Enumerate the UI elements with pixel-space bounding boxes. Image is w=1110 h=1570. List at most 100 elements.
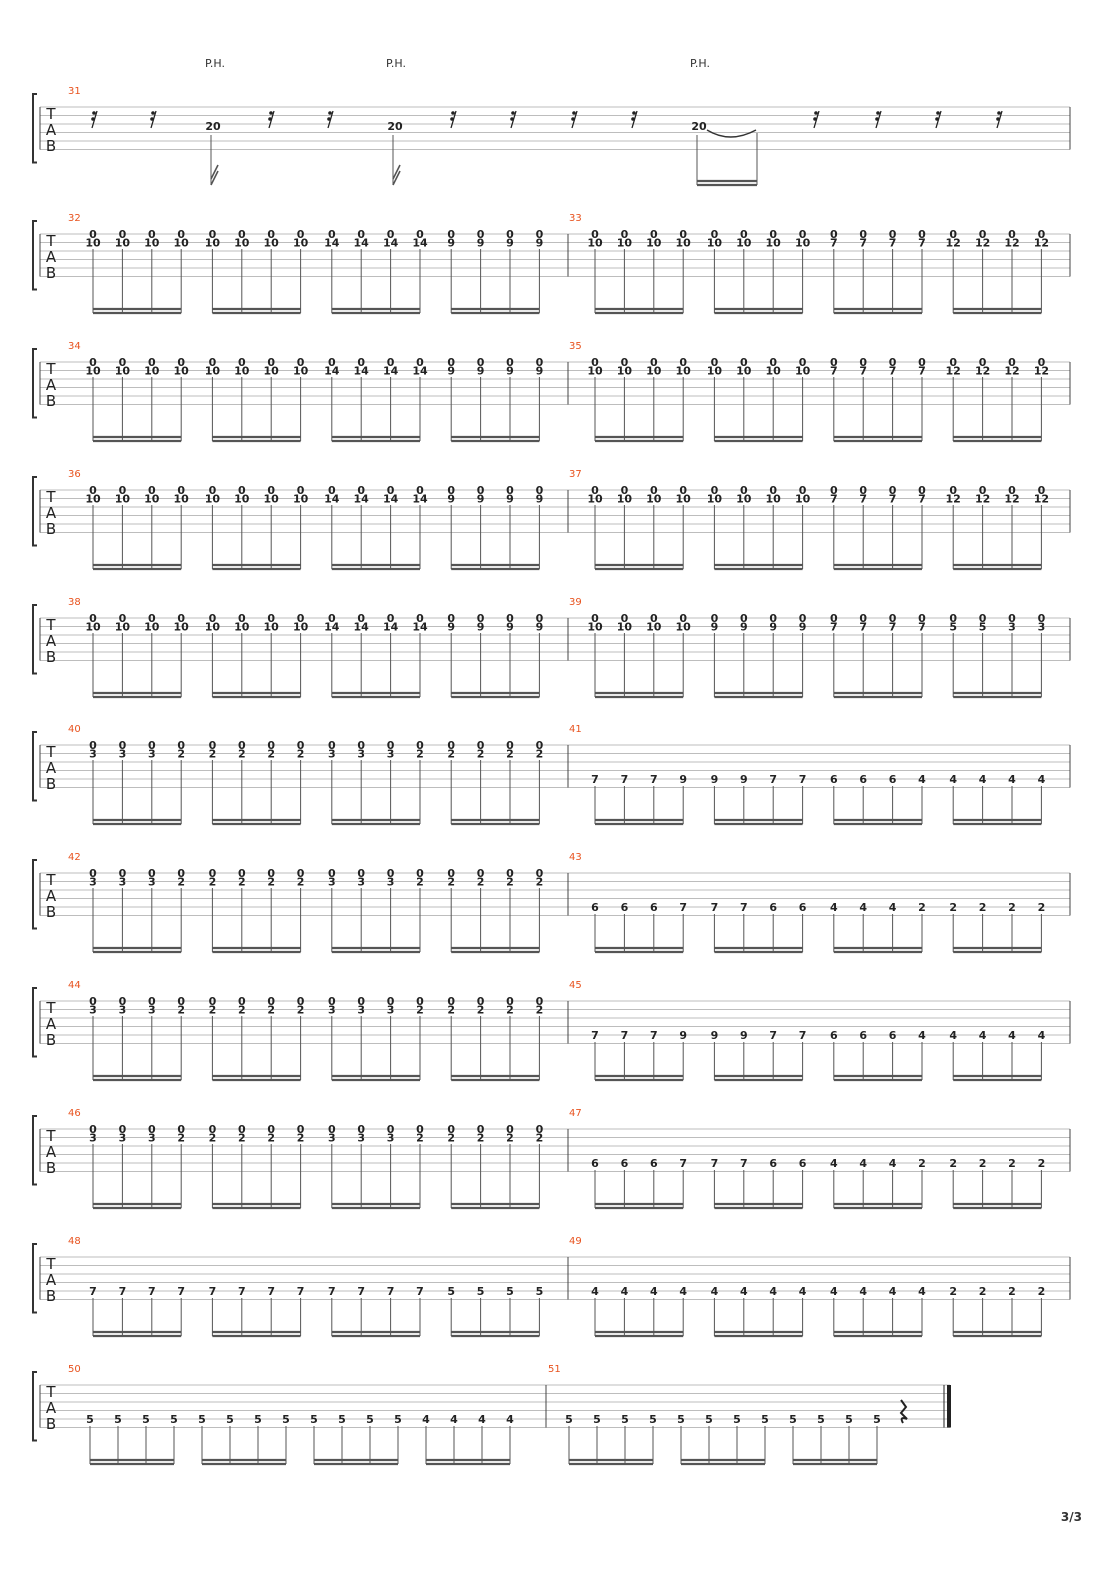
fret-number: 12 bbox=[975, 365, 990, 378]
fret-number: 2 bbox=[1038, 1285, 1046, 1298]
fret-number: 0 bbox=[177, 1123, 185, 1136]
fret-number: 0 bbox=[297, 739, 305, 752]
fret-number: 9 bbox=[740, 621, 748, 634]
fret-number: 3 bbox=[357, 876, 365, 889]
tab-clef-t: T bbox=[45, 743, 56, 761]
rest-dot bbox=[150, 117, 154, 121]
tab-clef-a: A bbox=[46, 1015, 57, 1033]
measure-number: 37 bbox=[569, 469, 582, 480]
fret-number: 2 bbox=[416, 876, 424, 889]
fret-number: 10 bbox=[234, 237, 250, 250]
fret-number: 5 bbox=[677, 1413, 685, 1426]
tab-clef-t: T bbox=[45, 999, 56, 1017]
fret-number: 0 bbox=[357, 484, 365, 497]
fret-number: 5 bbox=[477, 1285, 485, 1298]
fret-number: 7 bbox=[918, 621, 926, 634]
fret-number: 0 bbox=[89, 995, 97, 1008]
fret-number: 4 bbox=[506, 1413, 514, 1426]
measure-number: 51 bbox=[548, 1364, 561, 1375]
fret-number: 2 bbox=[416, 748, 424, 761]
fret-number: 6 bbox=[830, 1029, 838, 1042]
fret-number: 0 bbox=[387, 867, 395, 880]
fret-number: 0 bbox=[119, 356, 127, 369]
fret-number: 3 bbox=[89, 876, 97, 889]
fret-number: 0 bbox=[119, 867, 127, 880]
fret-number: 0 bbox=[148, 1123, 156, 1136]
fret-number: 3 bbox=[387, 1132, 395, 1145]
tab-clef-b: B bbox=[46, 648, 56, 666]
tab-clef-b: B bbox=[46, 264, 56, 282]
fret-number: 0 bbox=[148, 739, 156, 752]
fret-number: 0 bbox=[447, 484, 455, 497]
fret-number: 0 bbox=[621, 484, 629, 497]
fret-number: 7 bbox=[387, 1285, 395, 1298]
tab-clef-a: A bbox=[46, 376, 57, 394]
fret-number: 0 bbox=[591, 356, 599, 369]
measure-number: 32 bbox=[68, 213, 81, 224]
fret-number: 4 bbox=[1008, 1029, 1016, 1042]
fret-number: 10 bbox=[736, 237, 752, 250]
tab-clef-a: A bbox=[46, 632, 57, 650]
system-bracket bbox=[32, 604, 37, 675]
fret-number: 4 bbox=[830, 1285, 838, 1298]
rest-dot bbox=[268, 117, 272, 121]
fret-number: 14 bbox=[354, 493, 370, 506]
fret-number: 5 bbox=[789, 1413, 797, 1426]
fret-number: 0 bbox=[209, 228, 217, 241]
fret-number: 4 bbox=[711, 1285, 719, 1298]
fret-number: 0 bbox=[89, 484, 97, 497]
fret-number: 5 bbox=[170, 1413, 178, 1426]
measure-number: 40 bbox=[68, 724, 81, 735]
fret-number: 0 bbox=[591, 228, 599, 241]
fret-number: 0 bbox=[416, 228, 424, 241]
fret-number: 3 bbox=[387, 1004, 395, 1017]
fret-number: 0 bbox=[536, 356, 544, 369]
fret-number: 0 bbox=[979, 356, 987, 369]
system-bracket bbox=[32, 731, 37, 802]
tab-clef-t: T bbox=[45, 232, 56, 250]
fret-number: 0 bbox=[416, 612, 424, 625]
fret-number: 0 bbox=[267, 484, 275, 497]
fret-number: 5 bbox=[198, 1413, 206, 1426]
measure-number: 38 bbox=[68, 597, 81, 608]
fret-number: 0 bbox=[799, 484, 807, 497]
fret-number: 4 bbox=[889, 1285, 897, 1298]
fret-number: 10 bbox=[174, 365, 190, 378]
fret-number: 0 bbox=[447, 867, 455, 880]
fret-number: 2 bbox=[1008, 1157, 1016, 1170]
fret-number: 9 bbox=[447, 365, 455, 378]
measure-number: 46 bbox=[68, 1108, 81, 1119]
note-flag bbox=[392, 170, 401, 186]
fret-number: 0 bbox=[1008, 356, 1016, 369]
fret-number: 0 bbox=[859, 356, 867, 369]
fret-number: 9 bbox=[477, 237, 485, 250]
fret-number: 2 bbox=[506, 748, 514, 761]
fret-number: 4 bbox=[979, 773, 987, 786]
fret-number: 0 bbox=[267, 228, 275, 241]
fret-number: 0 bbox=[148, 484, 156, 497]
fret-number: 10 bbox=[144, 237, 160, 250]
fret-number: 0 bbox=[979, 228, 987, 241]
fret-number: 5 bbox=[621, 1413, 629, 1426]
fret-number: 0 bbox=[859, 612, 867, 625]
fret-number: 4 bbox=[1008, 773, 1016, 786]
fret-number: 10 bbox=[264, 621, 280, 634]
fret-number: 0 bbox=[1038, 356, 1046, 369]
fret-number: 9 bbox=[447, 493, 455, 506]
system-bracket bbox=[32, 1371, 37, 1442]
fret-number: 10 bbox=[707, 493, 723, 506]
fret-number: 9 bbox=[477, 365, 485, 378]
fret-number: 0 bbox=[297, 356, 305, 369]
fret-number: 6 bbox=[621, 1157, 629, 1170]
fret-number: 10 bbox=[795, 365, 811, 378]
fret-number: 10 bbox=[205, 493, 221, 506]
fret-number: 0 bbox=[267, 739, 275, 752]
fret-number: 9 bbox=[536, 365, 544, 378]
fret-number: 2 bbox=[477, 1132, 485, 1145]
fret-number: 10 bbox=[85, 237, 101, 250]
tab-clef-t: T bbox=[45, 1255, 56, 1273]
fret-number: 0 bbox=[328, 1123, 336, 1136]
fret-number: 0 bbox=[238, 1123, 246, 1136]
fret-number: 0 bbox=[679, 612, 687, 625]
fret-number: 0 bbox=[387, 228, 395, 241]
